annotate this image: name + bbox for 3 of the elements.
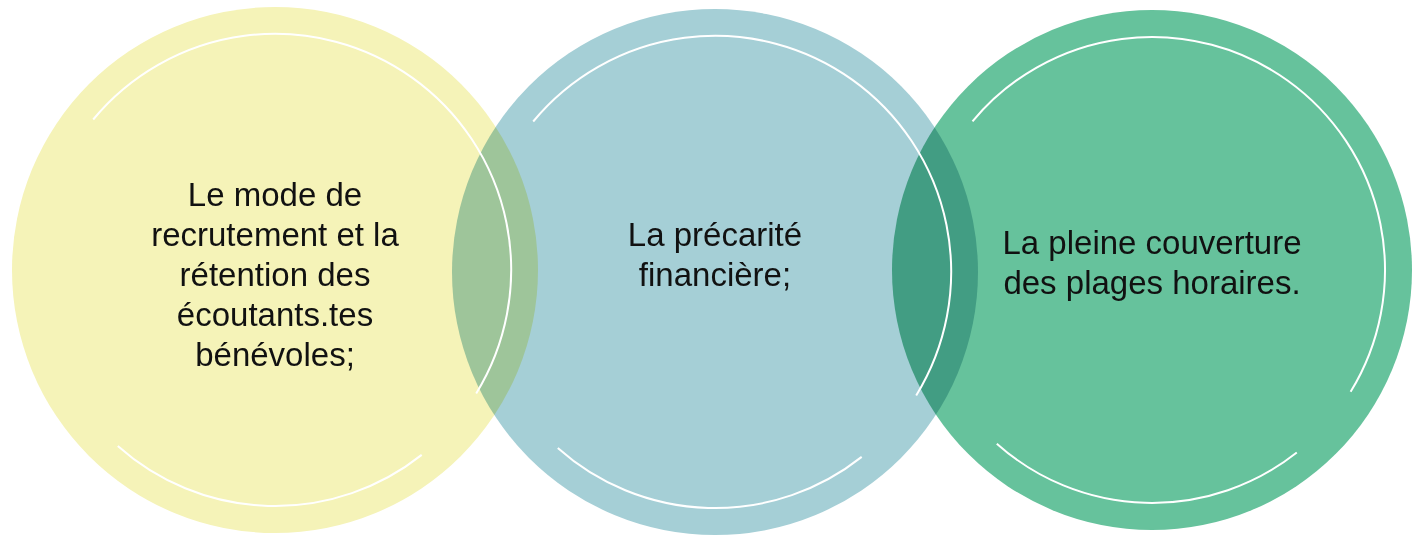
circle-label: La précarité financière;: [626, 215, 804, 295]
circle-label: La pleine couverture des plages horaires.: [1002, 223, 1302, 303]
circle-label: Le mode de recrutement et la rétention des écoutants.tes bénévoles;: [150, 175, 400, 375]
